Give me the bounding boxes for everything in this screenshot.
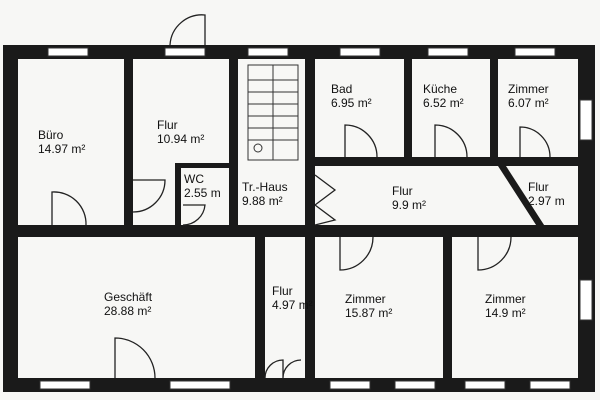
room-name: Tr.-Haus xyxy=(242,180,288,194)
door-zimmer-2 xyxy=(477,236,512,271)
door-bad xyxy=(344,124,378,158)
window xyxy=(47,47,89,57)
window xyxy=(579,99,593,141)
window xyxy=(464,380,506,390)
door-kueche xyxy=(434,124,468,158)
wall-wc-north xyxy=(175,163,230,168)
room-area: 2.55 m xyxy=(184,186,221,200)
room-area: 9.9 m² xyxy=(392,198,427,212)
room-area: 14.9 m² xyxy=(485,306,526,320)
room-name: Geschäft xyxy=(104,290,153,304)
wall-buero-flur xyxy=(124,45,133,235)
room-area: 6.07 m² xyxy=(508,96,549,110)
wall-top-rooms-south xyxy=(315,157,578,166)
outer-wall-left xyxy=(3,45,18,392)
outer-wall-top xyxy=(3,45,595,59)
room-name: WC xyxy=(184,172,204,186)
wall-kueche-zimmer xyxy=(490,45,498,163)
window xyxy=(169,380,231,390)
room-name: Bad xyxy=(331,82,353,96)
room-name: Zimmer xyxy=(345,292,386,306)
window xyxy=(579,279,593,321)
window xyxy=(329,380,371,390)
wall-middle xyxy=(3,225,595,237)
window xyxy=(529,380,571,390)
window xyxy=(247,47,289,57)
room-area: 28.88 m² xyxy=(104,304,152,318)
outer-wall-bottom xyxy=(3,378,595,392)
wall-diagonal xyxy=(498,166,546,228)
stairs xyxy=(247,64,299,161)
room-area: 6.95 m² xyxy=(331,96,372,110)
outer-wall-right xyxy=(578,45,595,392)
wall-zimmer-zimmer xyxy=(443,225,452,392)
wall-bad-kueche xyxy=(404,45,412,163)
door-entrance xyxy=(169,14,206,46)
door-treppenhaus xyxy=(314,174,337,226)
window xyxy=(164,47,206,57)
door-zimmer-1 xyxy=(339,236,374,271)
room-area: 6.52 m² xyxy=(423,96,464,110)
room-name: Zimmer xyxy=(485,292,526,306)
window xyxy=(39,380,91,390)
window xyxy=(427,47,469,57)
room-area: 4.97 m² xyxy=(272,298,313,312)
door-wc xyxy=(182,204,206,226)
door-buero xyxy=(51,191,87,226)
wall-geschaeft-flur xyxy=(255,225,265,392)
door-geschaeft xyxy=(114,337,156,379)
room-area: 15.87 m² xyxy=(345,306,393,320)
windows xyxy=(39,47,593,390)
room-name: Flur xyxy=(392,184,413,198)
room-name: Flur xyxy=(157,118,178,132)
room-area: 14.97 m² xyxy=(38,142,86,156)
wall-wc-west xyxy=(175,163,181,231)
window xyxy=(394,380,436,390)
door-flur-exit xyxy=(264,359,302,379)
wall-flur-treppenhaus xyxy=(229,45,238,235)
doors xyxy=(51,14,551,379)
room-name: Küche xyxy=(423,82,458,96)
stair-start-marker xyxy=(253,143,263,153)
room-name: Flur xyxy=(528,180,549,194)
room-name: Flur xyxy=(272,284,293,298)
room-area: 9.88 m² xyxy=(242,194,283,208)
door-zimmer-small xyxy=(519,126,551,158)
wall-treppenhaus-east xyxy=(305,45,315,392)
window xyxy=(339,47,381,57)
window xyxy=(514,47,556,57)
room-area: 10.94 m² xyxy=(157,132,205,146)
room-area: 2.97 m xyxy=(528,194,565,208)
room-name: Zimmer xyxy=(508,82,549,96)
door-flur xyxy=(132,179,166,213)
room-name: Büro xyxy=(38,128,64,142)
